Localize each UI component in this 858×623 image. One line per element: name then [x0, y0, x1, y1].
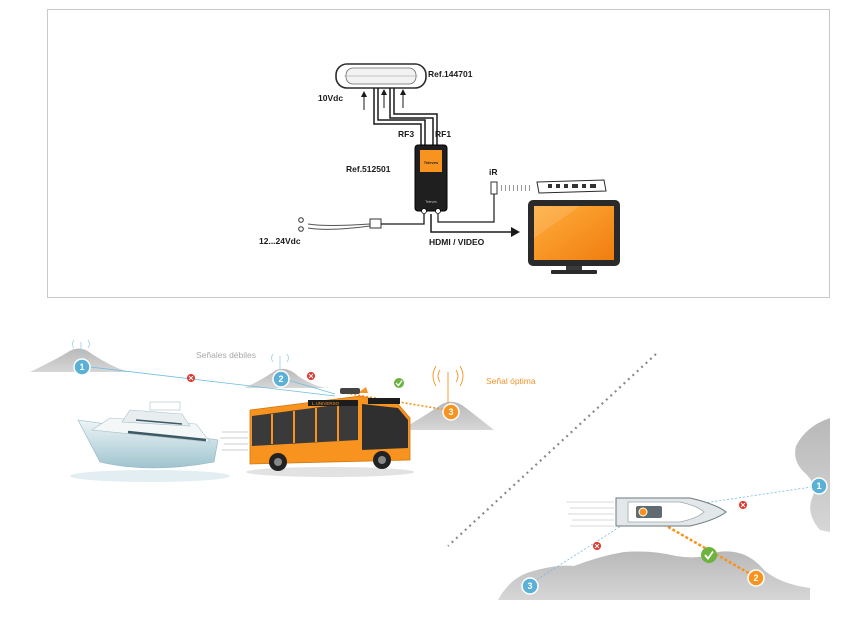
- svg-text:Televes: Televes: [424, 160, 439, 165]
- antenna-power-label: 10Vdc: [318, 93, 343, 103]
- optimal-signal-line: [344, 392, 448, 411]
- receiver-ref-label: Ref.512501: [346, 164, 391, 174]
- optimal-signal-check: [394, 378, 404, 388]
- weak-signals-label: Señales débiles: [196, 350, 256, 360]
- ir-label: iR: [489, 167, 498, 177]
- right-land: [498, 418, 830, 600]
- hdmi-label: HDMI / VIDEO: [429, 237, 485, 247]
- left-tower-3-marker: 3: [442, 403, 460, 421]
- divider-dotted-line: [447, 353, 657, 547]
- ir-sensor: [490, 181, 498, 195]
- ir-cable: [437, 188, 495, 223]
- right-x-marker-2: [593, 542, 601, 550]
- right-tower-2-marker: 2: [747, 569, 765, 587]
- bus-motion-lines: [220, 431, 248, 451]
- supply-cable: [307, 214, 425, 230]
- svg-text:L UNIVERSO: L UNIVERSO: [312, 401, 340, 406]
- antenna-unit: [335, 63, 427, 89]
- svg-text:1: 1: [79, 362, 84, 372]
- supply-terminals: [298, 217, 304, 232]
- remote-control: [536, 179, 607, 194]
- tv-screen: [528, 200, 620, 274]
- left-tower-2-marker: 2: [272, 370, 290, 388]
- bus: L UNIVERSO: [246, 388, 414, 477]
- rf3-label: RF3: [398, 129, 414, 139]
- rf1-label: RF1: [435, 129, 451, 139]
- tower-3-antenna: [432, 365, 464, 404]
- optimal-signal-label: Señal óptima: [486, 376, 536, 386]
- left-tower-1-marker: 1: [73, 358, 91, 376]
- tower-1-antenna: [72, 339, 90, 360]
- signal-arrows: [361, 89, 406, 110]
- svg-text:3: 3: [527, 581, 532, 591]
- supply-label: 12...24Vdc: [259, 236, 301, 246]
- weak-signal-x-marker-1: [187, 374, 195, 382]
- svg-text:Televes: Televes: [425, 200, 437, 204]
- boat-top-view: [566, 497, 727, 527]
- weak-signal-lines: [81, 365, 336, 397]
- hdmi-arrow: [511, 227, 520, 237]
- ir-beam: [501, 185, 530, 191]
- hdmi-cable: [430, 214, 512, 233]
- svg-text:2: 2: [278, 374, 283, 384]
- rf-cables: [373, 88, 438, 150]
- optimal-signal-arrow: [358, 387, 368, 393]
- weak-signal-x-marker-2: [307, 372, 315, 380]
- right-check-marker: [701, 547, 717, 563]
- svg-text:3: 3: [448, 407, 453, 417]
- receiver-box: Televes Televes: [414, 144, 448, 214]
- svg-text:2: 2: [753, 573, 758, 583]
- right-tower-3-marker: 3: [521, 577, 539, 595]
- antenna-ref-label: Ref.144701: [428, 69, 473, 79]
- svg-text:1: 1: [816, 481, 821, 491]
- yacht: [70, 401, 230, 482]
- tower-2-antenna: [271, 353, 289, 372]
- right-x-marker-1: [739, 501, 747, 509]
- right-tower-1-marker: 1: [810, 477, 828, 495]
